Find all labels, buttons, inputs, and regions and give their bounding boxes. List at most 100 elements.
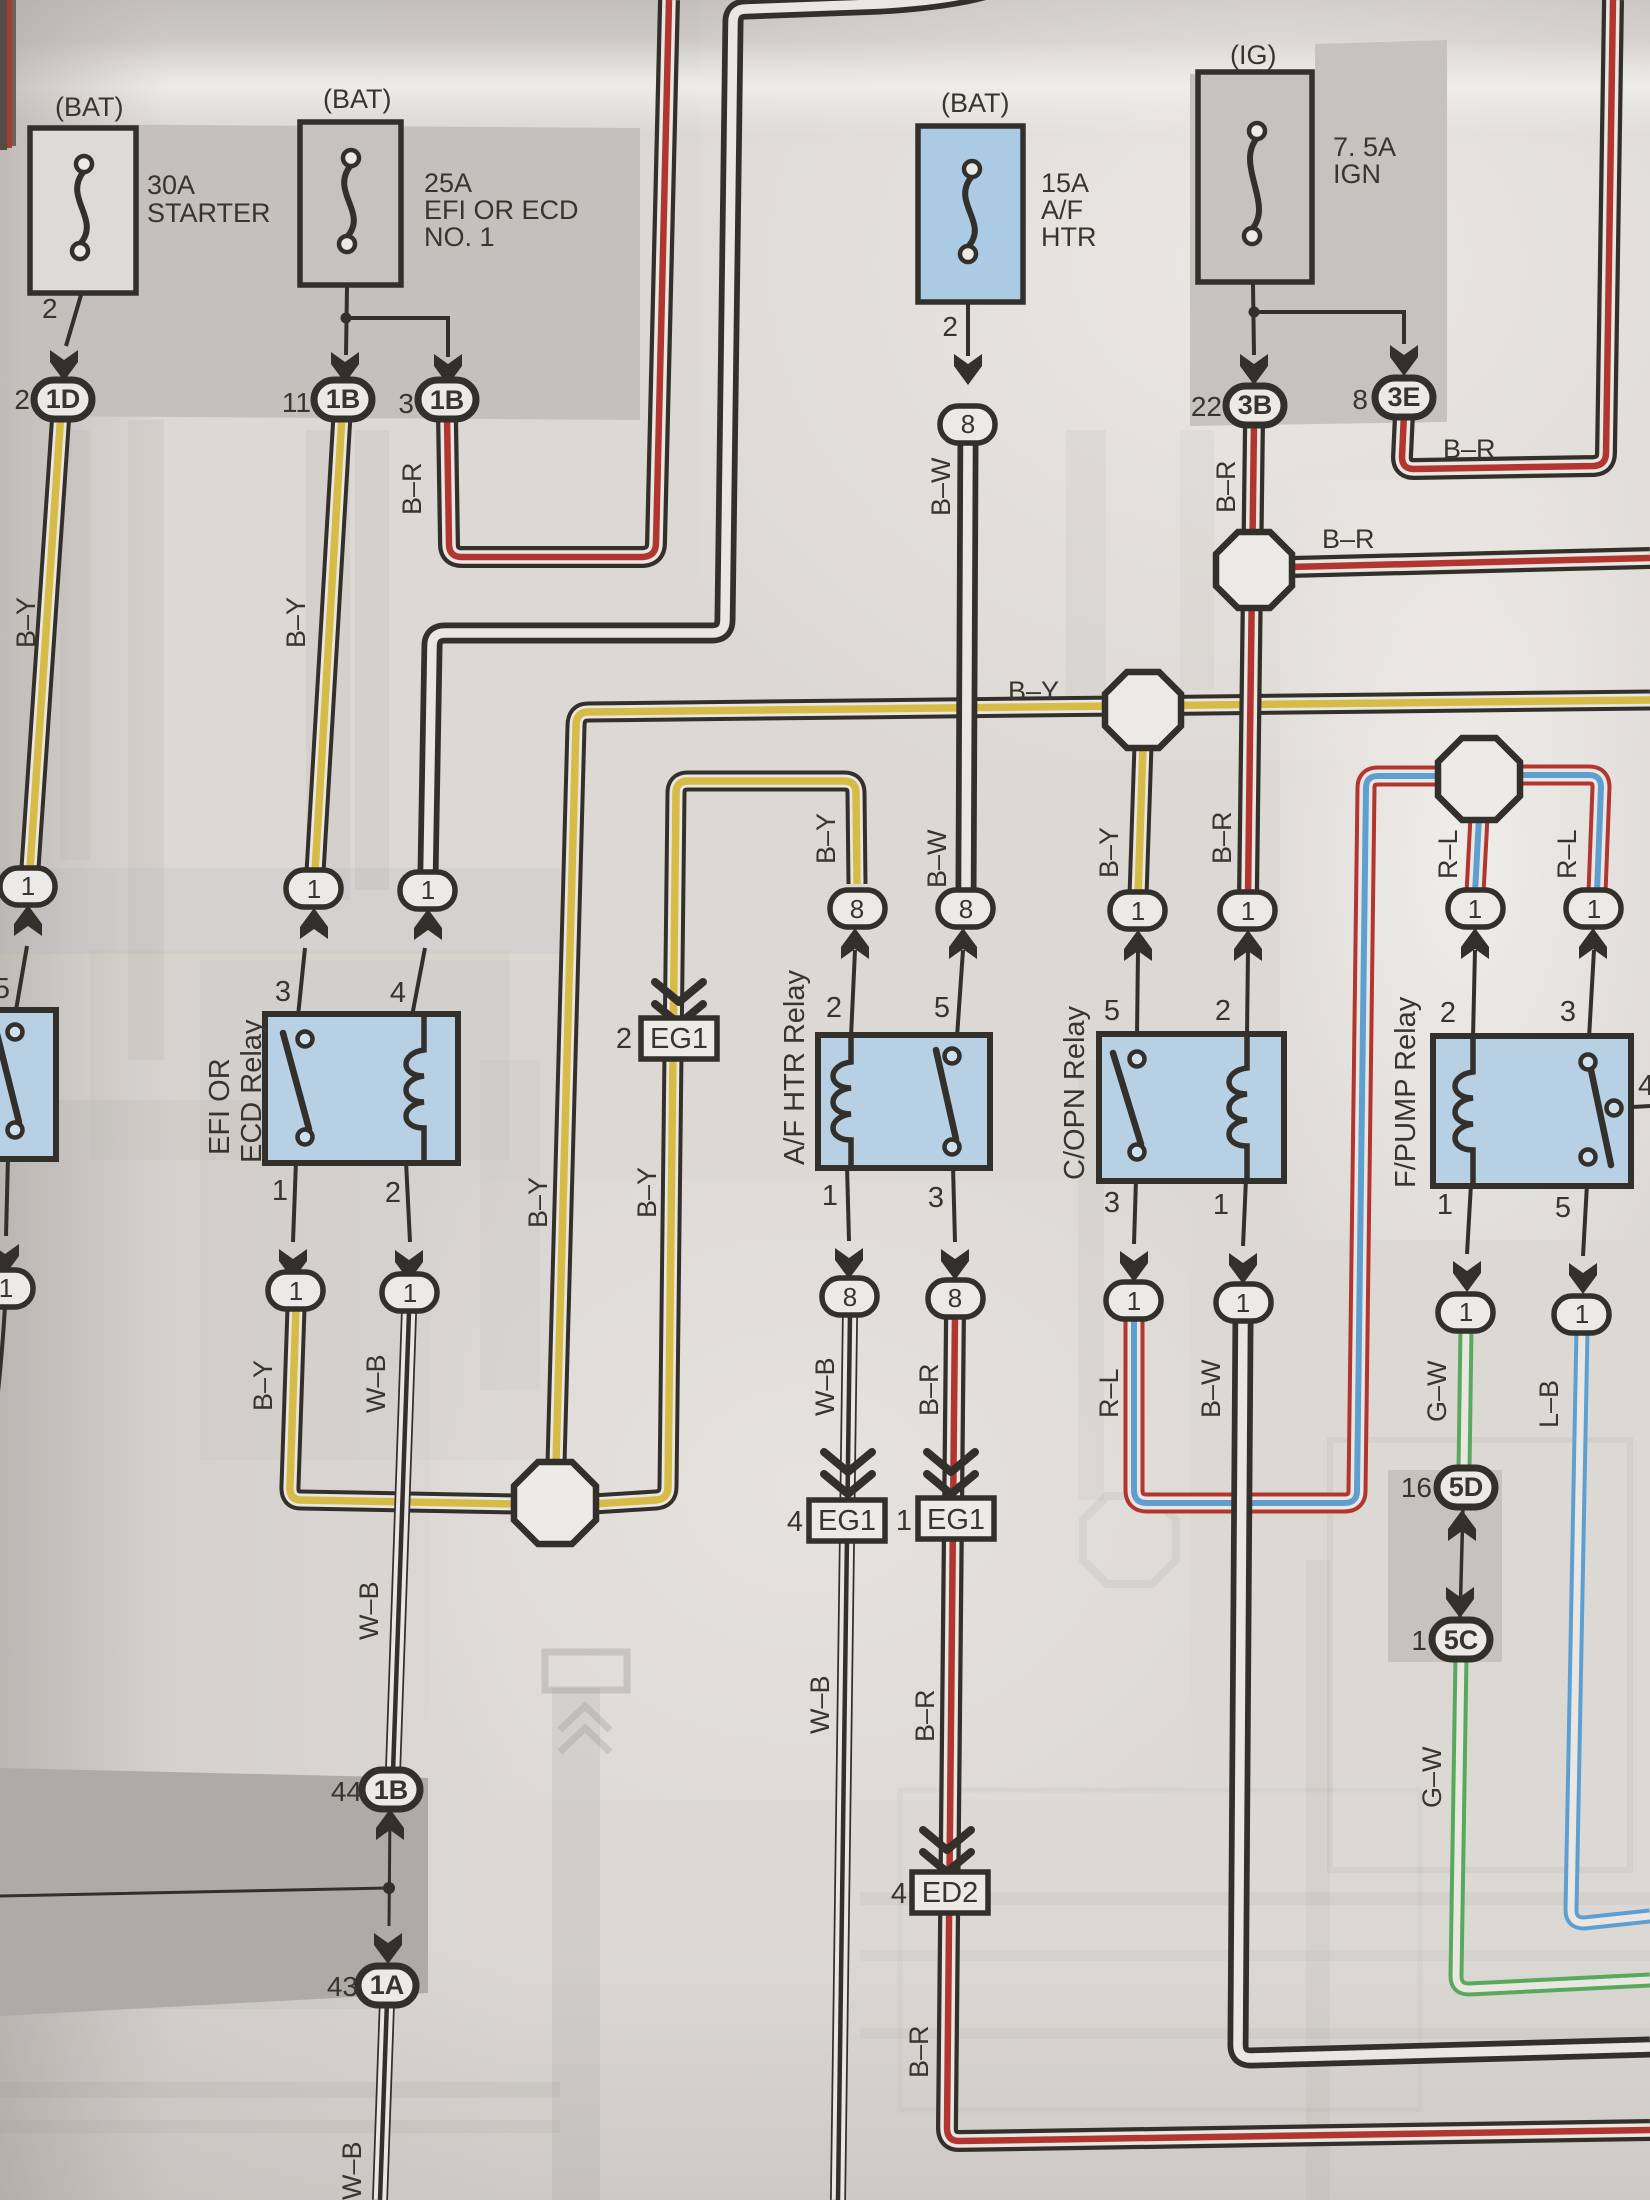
svg-text:(BAT): (BAT): [323, 84, 392, 114]
svg-text:3: 3: [275, 976, 291, 1008]
svg-text:2: 2: [14, 384, 30, 415]
svg-text:IGN: IGN: [1333, 159, 1381, 189]
svg-text:1: 1: [1236, 1288, 1250, 1318]
svg-text:1B: 1B: [430, 385, 465, 415]
svg-text:8: 8: [850, 894, 864, 924]
svg-text:8: 8: [948, 1283, 962, 1313]
svg-text:G–W: G–W: [1422, 1360, 1452, 1422]
svg-text:8: 8: [843, 1282, 857, 1312]
svg-text:W–B: W–B: [337, 2141, 367, 2200]
svg-text:B–W: B–W: [922, 829, 952, 888]
svg-text:5: 5: [934, 992, 950, 1024]
svg-text:1: 1: [896, 1505, 912, 1537]
svg-text:B–Y: B–Y: [1094, 827, 1124, 878]
svg-text:2: 2: [1440, 997, 1456, 1029]
svg-text:3: 3: [1560, 996, 1576, 1028]
svg-text:(IG): (IG): [1230, 40, 1277, 70]
svg-text:B–Y: B–Y: [523, 1177, 553, 1228]
svg-text:1: 1: [289, 1276, 303, 1306]
svg-text:A/F: A/F: [1041, 195, 1083, 225]
svg-text:4: 4: [787, 1506, 803, 1538]
svg-text:1B: 1B: [326, 384, 361, 414]
svg-text:1: 1: [1241, 896, 1255, 926]
svg-text:1: 1: [1127, 1286, 1141, 1316]
svg-text:5: 5: [1555, 1192, 1571, 1224]
svg-text:16: 16: [1401, 1472, 1432, 1503]
svg-text:B–Y: B–Y: [11, 597, 41, 648]
svg-text:1A: 1A: [370, 1970, 405, 2000]
svg-text:1: 1: [1437, 1189, 1453, 1221]
svg-text:11: 11: [282, 387, 311, 418]
svg-text:7. 5A: 7. 5A: [1333, 132, 1396, 162]
svg-text:3B: 3B: [1238, 390, 1273, 420]
svg-text:B–R: B–R: [1322, 524, 1375, 554]
svg-text:44: 44: [331, 1776, 362, 1807]
svg-text:1B: 1B: [374, 1775, 409, 1805]
svg-text:A/F HTR Relay: A/F HTR Relay: [779, 970, 811, 1165]
svg-text:2: 2: [616, 1023, 632, 1055]
svg-text:B–R: B–R: [904, 2025, 934, 2078]
svg-text:R–L: R–L: [1552, 829, 1582, 879]
svg-text:EG1: EG1: [927, 1504, 985, 1536]
svg-text:43: 43: [327, 1971, 358, 2002]
svg-text:2: 2: [385, 1177, 401, 1209]
svg-text:8: 8: [959, 894, 973, 924]
svg-text:1D: 1D: [46, 384, 81, 414]
svg-text:NO. 1: NO. 1: [424, 222, 495, 252]
svg-text:5D: 5D: [1449, 1472, 1484, 1502]
svg-text:C/OPN Relay: C/OPN Relay: [1059, 1005, 1091, 1180]
svg-text:L–B: L–B: [1534, 1380, 1564, 1428]
svg-text:1: 1: [21, 871, 35, 901]
svg-text:B–R: B–R: [1207, 811, 1237, 864]
svg-text:1: 1: [822, 1180, 838, 1212]
svg-text:B–R: B–R: [1443, 434, 1496, 464]
svg-text:EFI OR: EFI OR: [204, 1058, 236, 1155]
svg-text:G–W: G–W: [1417, 1746, 1447, 1808]
svg-text:EG1: EG1: [650, 1023, 708, 1055]
svg-text:B–W: B–W: [926, 457, 956, 516]
svg-text:2: 2: [1215, 995, 1231, 1027]
svg-text:1: 1: [1131, 896, 1145, 926]
svg-text:B–Y: B–Y: [632, 1167, 662, 1218]
svg-text:1: 1: [1213, 1189, 1229, 1221]
svg-text:3: 3: [928, 1182, 944, 1214]
svg-text:5: 5: [1104, 995, 1120, 1027]
svg-text:ECD Relay: ECD Relay: [236, 1019, 268, 1163]
svg-text:30A: 30A: [147, 170, 195, 200]
svg-text:1: 1: [1411, 1625, 1427, 1656]
svg-text:B–R: B–R: [910, 1689, 940, 1742]
svg-text:1: 1: [307, 874, 321, 904]
svg-text:W–B: W–B: [805, 1675, 835, 1734]
svg-text:4: 4: [1638, 1070, 1650, 1102]
svg-text:1: 1: [1587, 894, 1601, 924]
svg-text:R–L: R–L: [1433, 829, 1463, 879]
svg-text:5C: 5C: [1444, 1625, 1479, 1655]
svg-text:1: 1: [1468, 894, 1482, 924]
svg-text:4: 4: [891, 1878, 907, 1910]
svg-text:1: 1: [1459, 1297, 1473, 1327]
svg-text:1: 1: [403, 1278, 417, 1308]
svg-text:3E: 3E: [1387, 382, 1420, 412]
svg-text:(BAT): (BAT): [941, 88, 1010, 118]
svg-text:1: 1: [272, 1175, 288, 1207]
svg-text:2: 2: [826, 992, 842, 1024]
svg-text:1: 1: [0, 1273, 13, 1303]
svg-text:3: 3: [398, 388, 414, 419]
svg-text:4: 4: [390, 977, 406, 1009]
svg-text:5: 5: [0, 973, 10, 1005]
svg-text:W–B: W–B: [361, 1354, 391, 1413]
svg-text:3: 3: [1104, 1187, 1120, 1219]
svg-text:1: 1: [421, 875, 435, 905]
svg-text:EFI OR ECD: EFI OR ECD: [424, 195, 579, 225]
svg-text:W–B: W–B: [810, 1357, 840, 1416]
svg-text:B–W: B–W: [1196, 1359, 1226, 1418]
svg-text:R–L: R–L: [1094, 1368, 1124, 1418]
svg-text:22: 22: [1191, 391, 1222, 422]
svg-text:B–R: B–R: [1211, 460, 1241, 513]
svg-text:W–B: W–B: [354, 1581, 384, 1640]
svg-text:B–Y: B–Y: [281, 597, 311, 648]
svg-text:F/PUMP Relay: F/PUMP Relay: [1390, 996, 1422, 1188]
svg-text:STARTER: STARTER: [147, 198, 271, 228]
svg-text:B–Y: B–Y: [248, 1360, 278, 1411]
svg-text:(BAT): (BAT): [55, 92, 124, 122]
